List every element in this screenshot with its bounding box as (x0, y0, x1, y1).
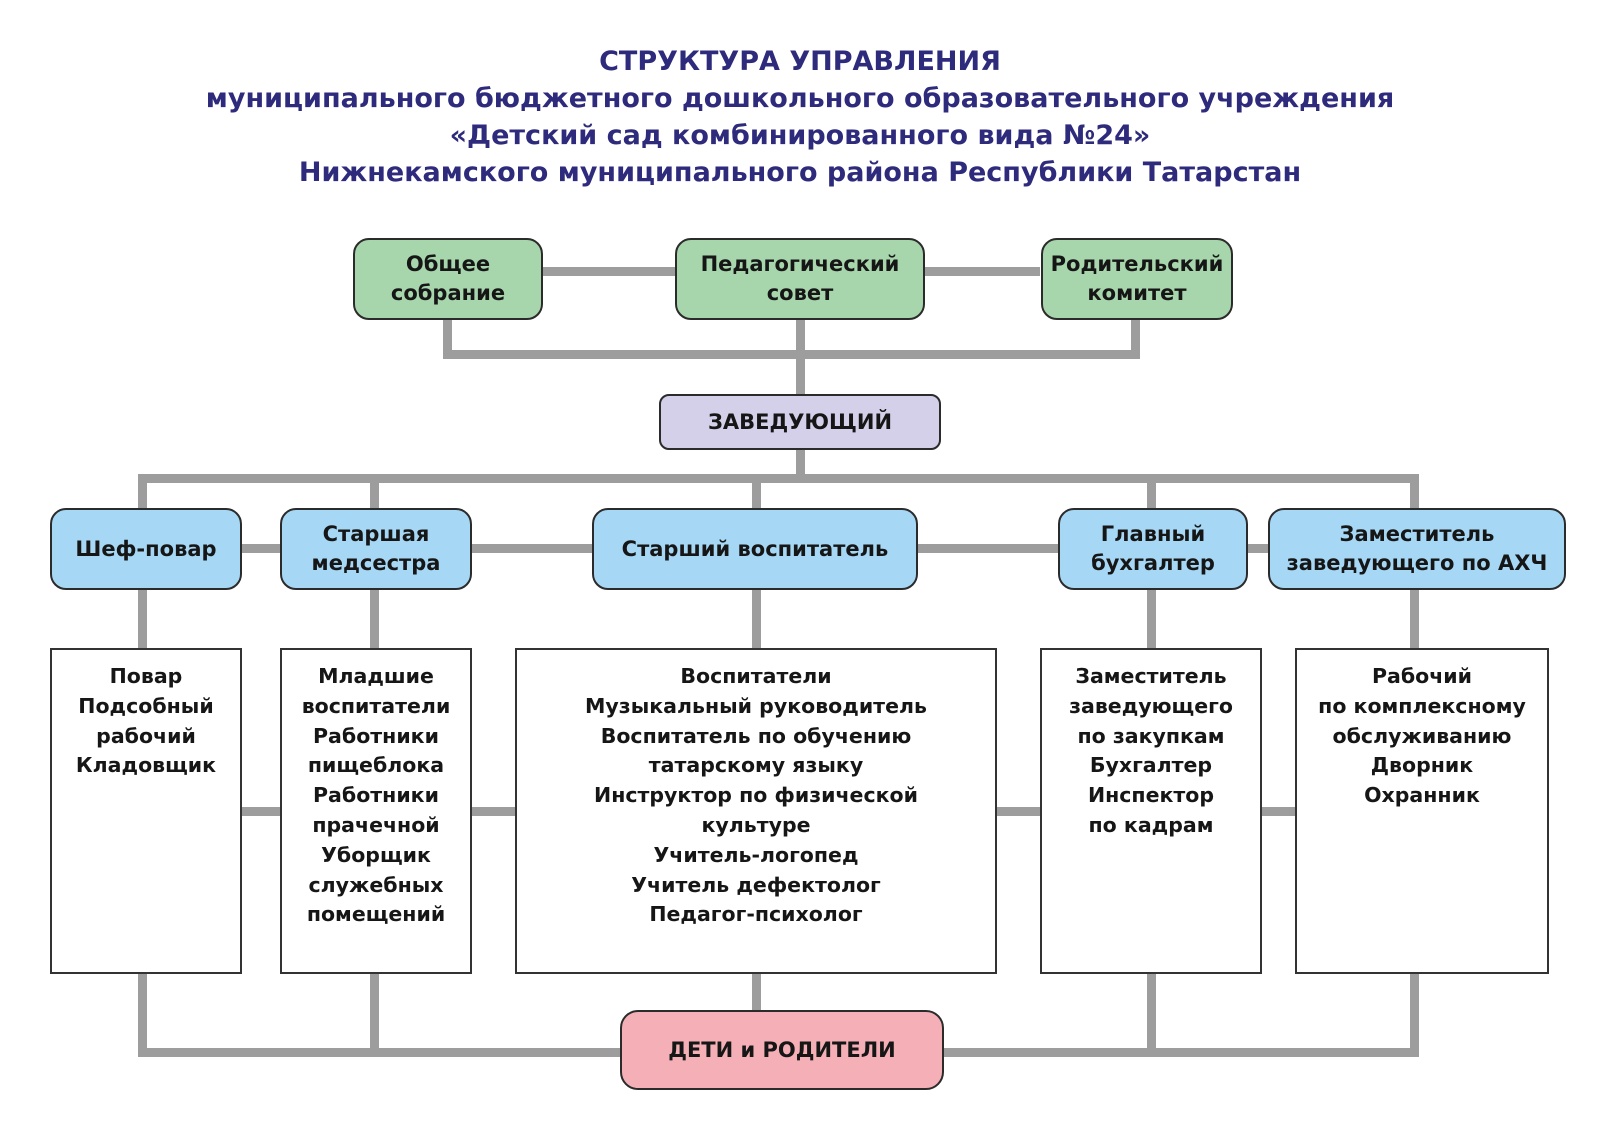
node-parents-committee: Родительский комитет (1041, 238, 1233, 320)
staff-item: обслуживанию (1332, 723, 1512, 748)
connector-dept-4-up (1147, 474, 1156, 510)
staff-item: Работники (313, 783, 439, 808)
node-head-nurse: Старшая медсестра (280, 508, 472, 590)
staff-list-chief-accountant: Заместитель заведующего по закупкам Бухг… (1040, 648, 1262, 974)
staff-item: Воспитатель по обучению (600, 723, 912, 748)
staff-item: заведующего (1069, 693, 1233, 718)
connector-dept-3-up (752, 474, 761, 510)
staff-item: Младшие (318, 664, 434, 688)
staff-item: Инструктор по физической (594, 783, 918, 808)
staff-item: Уборщик (321, 842, 431, 867)
connector-councils-bottom-bar (443, 350, 1140, 359)
staff-item: прачечной (312, 812, 440, 837)
connector-council-left-down (443, 318, 452, 358)
node-general-meeting: Общее собрание (353, 238, 543, 320)
node-children-and-parents: ДЕТИ и РОДИТЕЛИ (620, 1010, 944, 1090)
staff-item: рабочий (96, 723, 196, 748)
staff-item: Учитель-логопед (653, 842, 859, 867)
staff-item: по кадрам (1088, 812, 1214, 837)
staff-item: Рабочий (1371, 664, 1473, 688)
chart-title: СТРУКТУРА УПРАВЛЕНИЯ (599, 46, 1001, 77)
connector-dept-4-down (1147, 590, 1156, 650)
staff-item: культуре (701, 812, 811, 837)
staff-item: Бухгалтер (1089, 753, 1213, 778)
staff-item: Повар (109, 664, 183, 688)
title-line-institution-type: муниципального бюджетного дошкольного об… (205, 83, 1395, 114)
node-chief-accountant: Главный бухгалтер (1058, 508, 1248, 590)
title-line-region: Нижнекамского муниципального района Респ… (298, 157, 1302, 188)
connector-dept-1-up (138, 474, 147, 510)
staff-item: Музыкальный руководитель (585, 693, 927, 718)
connector-dept-5-down (1410, 590, 1419, 650)
connector-staff-1-down (138, 972, 147, 1056)
connector-dept-1-down (138, 590, 147, 650)
staff-item: Заместитель (1075, 664, 1227, 688)
node-pedagogical-council: Педагогический совет (675, 238, 925, 320)
staff-list-deputy-head-ahch: Рабочий по комплексному обслуживанию Дво… (1295, 648, 1549, 974)
title-line-institution-name: «Детский сад комбинированного вида №24» (449, 120, 1151, 151)
staff-item: Охранник (1364, 783, 1480, 808)
staff-list-chef: Повар Подсобный рабочий Кладовщик (50, 648, 242, 974)
connector-staff-4-down (1147, 972, 1156, 1056)
connector-dept-5-up (1410, 474, 1419, 510)
connector-council-to-head (796, 318, 805, 396)
staff-item: по комплексному (1318, 693, 1526, 718)
staff-item: воспитатели (301, 693, 451, 718)
staff-list-head-nurse: Младшие воспитатели Работники пищеблока … (280, 648, 472, 974)
staff-list-senior-educator: Воспитатели Музыкальный руководитель Вос… (515, 648, 997, 974)
connector-council-right-down (1131, 318, 1140, 358)
staff-item: Воспитатели (680, 664, 832, 688)
staff-item: пищеблока (307, 753, 445, 778)
staff-item: помещений (306, 902, 446, 927)
connector-staff-3-down (752, 972, 761, 1012)
connector-dept-2-up (370, 474, 379, 510)
node-deputy-head-ahch: Заместитель заведующего по АХЧ (1268, 508, 1566, 590)
staff-item: Инспектор (1087, 783, 1215, 808)
staff-item: татарскому языку (648, 753, 864, 778)
staff-item: Подсобный (78, 693, 214, 718)
staff-item: Кладовщик (75, 753, 217, 778)
staff-item: Педагог-психолог (649, 902, 863, 927)
connector-staff-5-down (1410, 972, 1419, 1056)
node-senior-educator: Старший воспитатель (592, 508, 918, 590)
node-chef: Шеф-повар (50, 508, 242, 590)
staff-item: Учитель дефектолог (631, 872, 881, 897)
connector-staff-2-down (370, 972, 379, 1056)
connector-departments-top-bar (138, 474, 1419, 483)
staff-item: по закупкам (1077, 723, 1225, 748)
connector-dept-2-down (370, 590, 379, 650)
staff-item: Работники (313, 723, 439, 748)
staff-item: Дворник (1370, 753, 1474, 778)
staff-item: служебных (308, 872, 444, 897)
connector-head-down (796, 448, 805, 482)
connector-dept-3-down (752, 590, 761, 650)
node-head: ЗАВЕДУЮЩИЙ (659, 394, 941, 450)
